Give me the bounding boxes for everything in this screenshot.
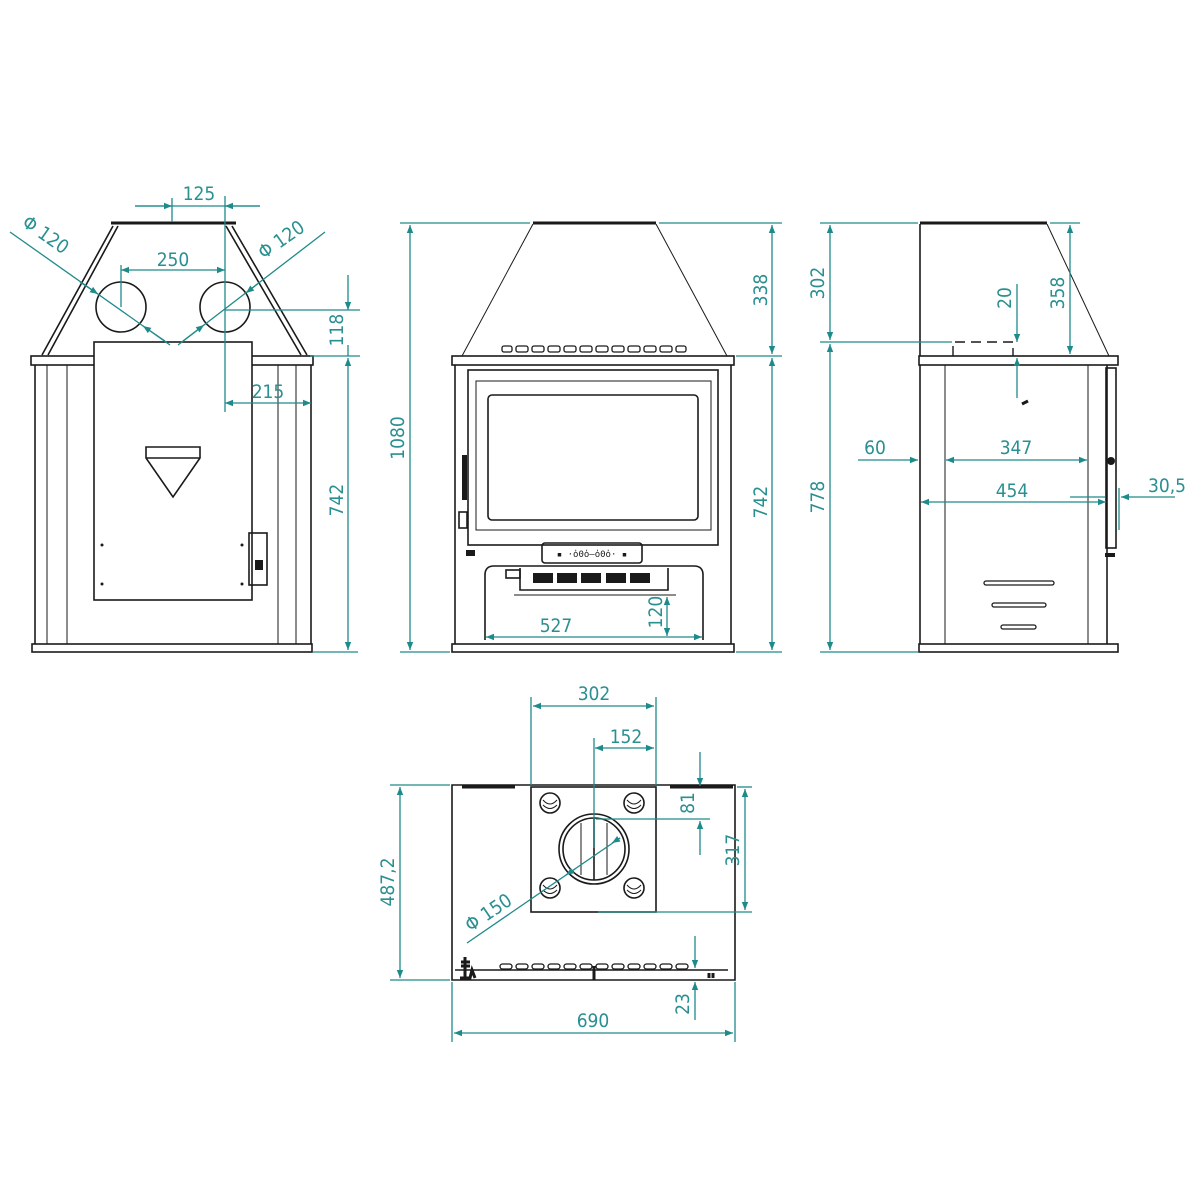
dim-collar-height: 20 <box>994 287 1016 309</box>
dim-side-front-hood-height: 358 <box>1047 277 1069 310</box>
side-view: 302 778 358 20 60 347 454 30,5 <box>807 221 1186 653</box>
dim-collar-width: 302 <box>578 683 611 705</box>
dim-front-body-height: 742 <box>750 486 772 519</box>
side-dimensions: 302 778 358 20 60 347 454 30,5 <box>807 222 1186 653</box>
triangle-marker-icon <box>145 446 201 499</box>
dim-door-depth: 30,5 <box>1148 475 1186 497</box>
flue-collar-hidden <box>952 341 1014 356</box>
side-vent-slot <box>1000 624 1037 630</box>
dim-flue-front-offset: 81 <box>677 792 699 814</box>
dim-body-depth: 454 <box>996 480 1029 502</box>
dim-right-outlet-diameter: Φ 120 <box>254 216 309 264</box>
grate-bars <box>505 568 676 596</box>
dim-hood-height: 338 <box>750 274 772 307</box>
dim-total-height: 1080 <box>387 416 409 460</box>
hood-vent-slots <box>501 345 687 353</box>
top-vent-slots <box>499 963 689 970</box>
collar-screws <box>539 792 645 899</box>
side-vent-slot <box>983 580 1055 586</box>
top-dimensions: 302 152 81 317 487,2 Φ 150 23 <box>377 683 752 1042</box>
dim-top-offset: 125 <box>183 183 216 205</box>
glass-window <box>487 394 699 521</box>
front-view: ▪ ·ὀ0ὀ–ὀ0ὀ· ▪ 1080 338 <box>387 221 782 653</box>
side-body <box>918 355 1119 653</box>
dim-side-body-height: 778 <box>807 481 829 514</box>
air-control-slider <box>541 542 643 564</box>
front-dimensions: 1080 338 742 527 120 <box>387 222 782 653</box>
dim-flue-center-offset: 152 <box>610 726 643 748</box>
front-body: ▪ ·ὀ0ὀ–ὀ0ὀ· ▪ <box>451 355 735 653</box>
ashpit-opening <box>484 565 704 640</box>
front-hood <box>461 221 728 357</box>
rear-body <box>30 341 314 653</box>
dim-left-outlet-diameter: Φ 120 <box>18 211 73 259</box>
dim-rear-body-height: 742 <box>326 484 348 517</box>
dim-ashpit-width: 527 <box>540 615 573 637</box>
dim-inner-depth: 347 <box>1000 437 1033 459</box>
dim-flue-diameter: Φ 150 <box>461 890 516 937</box>
dim-outlet-spacing: 250 <box>157 249 190 271</box>
dim-ashpit-height: 120 <box>645 596 667 629</box>
rear-latch <box>248 532 268 586</box>
dim-collar-depth: 317 <box>722 834 744 867</box>
svg-text:▪ ·ὀ0ὀ–ὀ0ὀ· ▪: ▪ ·ὀ0ὀ–ὀ0ὀ· ▪ <box>557 550 627 560</box>
dim-front-lip: 23 <box>672 993 694 1015</box>
door-frame <box>467 369 719 546</box>
side-door-profile <box>1105 367 1117 549</box>
rear-hood <box>41 221 308 356</box>
rear-access-panel <box>93 341 253 601</box>
rear-view: 125 250 Φ 120 Φ 120 118 215 742 <box>9 183 360 653</box>
dim-total-depth: 487,2 <box>377 858 399 907</box>
top-outline <box>451 784 736 981</box>
handle-icon <box>460 957 477 980</box>
dim-outlet-height: 118 <box>326 314 348 347</box>
top-view: 302 152 81 317 487,2 Φ 150 23 <box>377 683 752 1042</box>
door-hinge <box>462 455 467 500</box>
dim-front-offset: 60 <box>864 437 886 459</box>
side-hood <box>919 221 1110 357</box>
dim-total-width: 690 <box>577 1010 610 1032</box>
dim-side-hood-height: 302 <box>807 267 829 300</box>
dim-side-offset: 215 <box>252 381 285 403</box>
side-vent-slot <box>991 602 1047 608</box>
